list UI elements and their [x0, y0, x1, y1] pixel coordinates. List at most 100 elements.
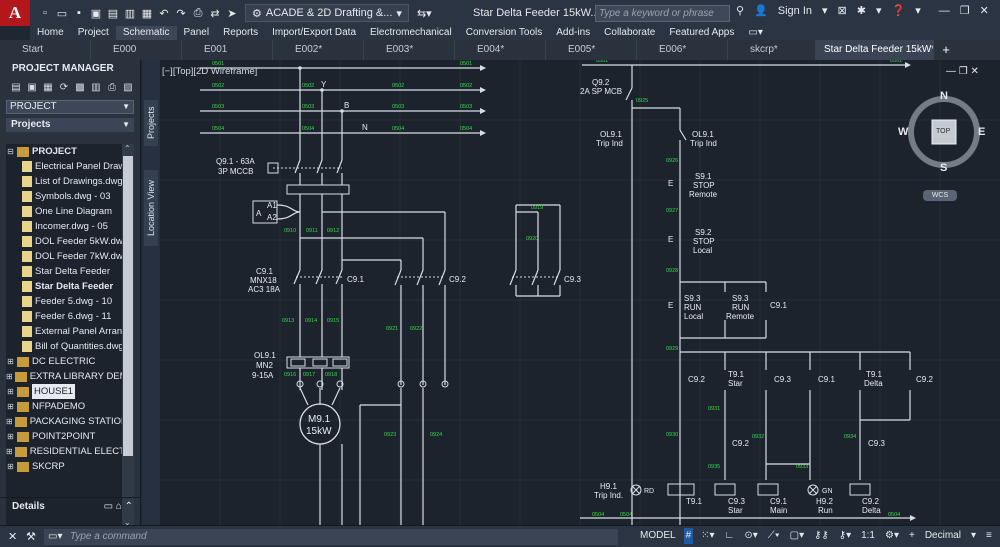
help-chevron-icon[interactable]: ▾: [915, 4, 921, 17]
send-icon[interactable]: ➤: [225, 6, 239, 20]
compass-north[interactable]: N: [940, 90, 948, 102]
file-tab[interactable]: E004*: [455, 40, 546, 60]
model-button[interactable]: MODEL: [638, 528, 678, 544]
menu-home[interactable]: Home: [30, 26, 71, 40]
open-project-icon[interactable]: ▤: [10, 81, 22, 93]
drawing-node[interactable]: Incomer.dwg - 05: [6, 219, 122, 234]
grid-toggle-icon[interactable]: #: [684, 528, 694, 544]
file-tab[interactable]: E005*: [546, 40, 637, 60]
connect-icon[interactable]: ✱: [857, 4, 866, 17]
file-tab[interactable]: Start: [0, 40, 91, 60]
restore-icon[interactable]: ❐: [960, 4, 970, 17]
drawing-node[interactable]: List of Drawings.dwg: [6, 174, 122, 189]
settings-icon[interactable]: ⚙▾: [883, 528, 901, 544]
file-tab-active[interactable]: Star Delta Feeder 15kW* ✕: [816, 40, 934, 60]
collapse-icon[interactable]: ⊟: [6, 144, 15, 159]
new-project-icon[interactable]: ▣: [26, 81, 38, 93]
annotation-scale[interactable]: 1:1: [859, 528, 877, 544]
binoculars-icon[interactable]: ⚲: [736, 4, 744, 17]
osnap-icon[interactable]: ▢▾: [788, 528, 806, 544]
compass-east[interactable]: E: [978, 126, 985, 138]
drawing-node[interactable]: Star Delta Feeder: [6, 264, 122, 279]
expand-icon[interactable]: ⊞: [6, 384, 15, 399]
drawing-list-icon[interactable]: ▥: [90, 81, 102, 93]
tab-projects[interactable]: Projects: [144, 100, 158, 146]
refresh-icon[interactable]: ⟳: [58, 81, 70, 93]
redo-icon[interactable]: ↷: [174, 6, 188, 20]
scrollbar-thumb[interactable]: [123, 156, 133, 456]
details-section[interactable]: Details ▭ ⌂ ⌃: [0, 497, 141, 515]
project-node[interactable]: ⊞POINT2POINT: [6, 429, 122, 444]
tab-location-view[interactable]: Location View: [144, 170, 158, 246]
undo-icon[interactable]: ↶: [157, 6, 171, 20]
menu-conversion-tools[interactable]: Conversion Tools: [459, 26, 550, 40]
expand-icon[interactable]: ⊞: [6, 459, 15, 474]
annotation-scale-icon[interactable]: ⚷▾: [837, 528, 853, 544]
drawing-node[interactable]: External Panel Arrangement: [6, 324, 122, 339]
expand-icon[interactable]: ⊞: [6, 444, 13, 459]
app-logo[interactable]: A: [0, 0, 30, 26]
exchange-icon[interactable]: ⊠: [838, 4, 847, 17]
file-tab[interactable]: skcrp*: [728, 40, 816, 60]
menu-project[interactable]: Project: [71, 26, 116, 40]
drawing-node[interactable]: Feeder 6.dwg - 11: [6, 309, 122, 324]
menu-electromechanical[interactable]: Electromechanical: [363, 26, 459, 40]
search-input[interactable]: Type a keyword or phrase: [595, 5, 730, 22]
drawing-node[interactable]: One Line Diagram: [6, 204, 122, 219]
project-node[interactable]: ⊞PACKAGING STATION: [6, 414, 122, 429]
cloud-open-icon[interactable]: ▤: [106, 6, 120, 20]
project-node[interactable]: ⊞RESIDENTIAL ELECTRICAL: [6, 444, 122, 459]
wcs-menu[interactable]: WCS: [923, 190, 957, 201]
expand-icon[interactable]: ⊞: [6, 399, 15, 414]
menu-icon[interactable]: ≡: [984, 528, 994, 544]
user-icon[interactable]: 👤: [754, 4, 768, 17]
workspace-switcher[interactable]: ⚙ ACADE & 2D Drafting &... ▾: [245, 4, 409, 22]
save-icon[interactable]: ▪: [72, 6, 86, 20]
wrench-icon[interactable]: ⚒: [26, 530, 36, 543]
publish-icon[interactable]: ⎙: [106, 81, 118, 93]
viewport-window-controls[interactable]: — ❐ ✕: [946, 66, 979, 77]
menu-import-export[interactable]: Import/Export Data: [265, 26, 363, 40]
new-tab-button[interactable]: +: [934, 40, 958, 60]
expand-icon[interactable]: ⊞: [6, 414, 13, 429]
file-tab[interactable]: E006*: [637, 40, 728, 60]
new-icon[interactable]: ▫: [38, 6, 52, 20]
compass-west[interactable]: W: [898, 126, 908, 138]
project-node[interactable]: ⊞DC ELECTRIC: [6, 354, 122, 369]
drawing-node[interactable]: DOL Feeder 5kW.dwg: [6, 234, 122, 249]
chevron-down-icon[interactable]: ▼: [122, 118, 130, 132]
drawing-node[interactable]: Symbols.dwg - 03: [6, 189, 122, 204]
plot-icon[interactable]: ⎙: [191, 6, 205, 20]
units-select[interactable]: Decimal: [923, 528, 963, 544]
compass-south[interactable]: S: [940, 162, 947, 174]
menu-reports[interactable]: Reports: [216, 26, 265, 40]
new-drawing-icon[interactable]: ▦: [42, 81, 54, 93]
drawing-node[interactable]: Bill of Quantities.dwg: [6, 339, 122, 354]
file-tab[interactable]: E001: [182, 40, 273, 60]
chevron-down-icon[interactable]: ▾: [969, 528, 978, 544]
expand-icon[interactable]: ⊞: [6, 354, 15, 369]
project-node[interactable]: ⊞EXTRA LIBRARY DEMO: [6, 369, 122, 384]
expand-icon[interactable]: ⊞: [6, 429, 15, 444]
project-node[interactable]: ⊞SKCRP: [6, 459, 122, 474]
open-icon[interactable]: ▭: [55, 6, 69, 20]
file-tab[interactable]: E003*: [364, 40, 455, 60]
close-icon[interactable]: ✕: [980, 4, 989, 17]
help-menu-chevron-icon[interactable]: ▾: [876, 4, 882, 17]
chevron-up-icon[interactable]: ⌃: [124, 144, 131, 153]
expand-icon[interactable]: ⊞: [6, 369, 13, 384]
menu-schematic[interactable]: Schematic: [116, 26, 177, 40]
minimize-icon[interactable]: —: [939, 5, 950, 17]
file-tab[interactable]: E002*: [273, 40, 364, 60]
project-properties-icon[interactable]: ▩: [74, 81, 86, 93]
close-icon[interactable]: ✕: [8, 530, 17, 543]
view-cube[interactable]: TOP N S E W: [902, 90, 986, 174]
drawing-node[interactable]: DOL Feeder 7kW.dwg: [6, 249, 122, 264]
drawing-canvas[interactable]: [−][Top][2D Wireframe] 0501 0502 0503 05…: [160, 60, 1000, 525]
ortho-icon[interactable]: ∟: [723, 528, 737, 544]
menu-panel[interactable]: Panel: [177, 26, 217, 40]
isodraft-icon[interactable]: ⟋▾: [766, 528, 782, 544]
drawing-node[interactable]: Feeder 5.dwg - 10: [6, 294, 122, 309]
viewcube-face-top[interactable]: TOP: [936, 128, 950, 135]
menu-collaborate[interactable]: Collaborate: [597, 26, 662, 40]
